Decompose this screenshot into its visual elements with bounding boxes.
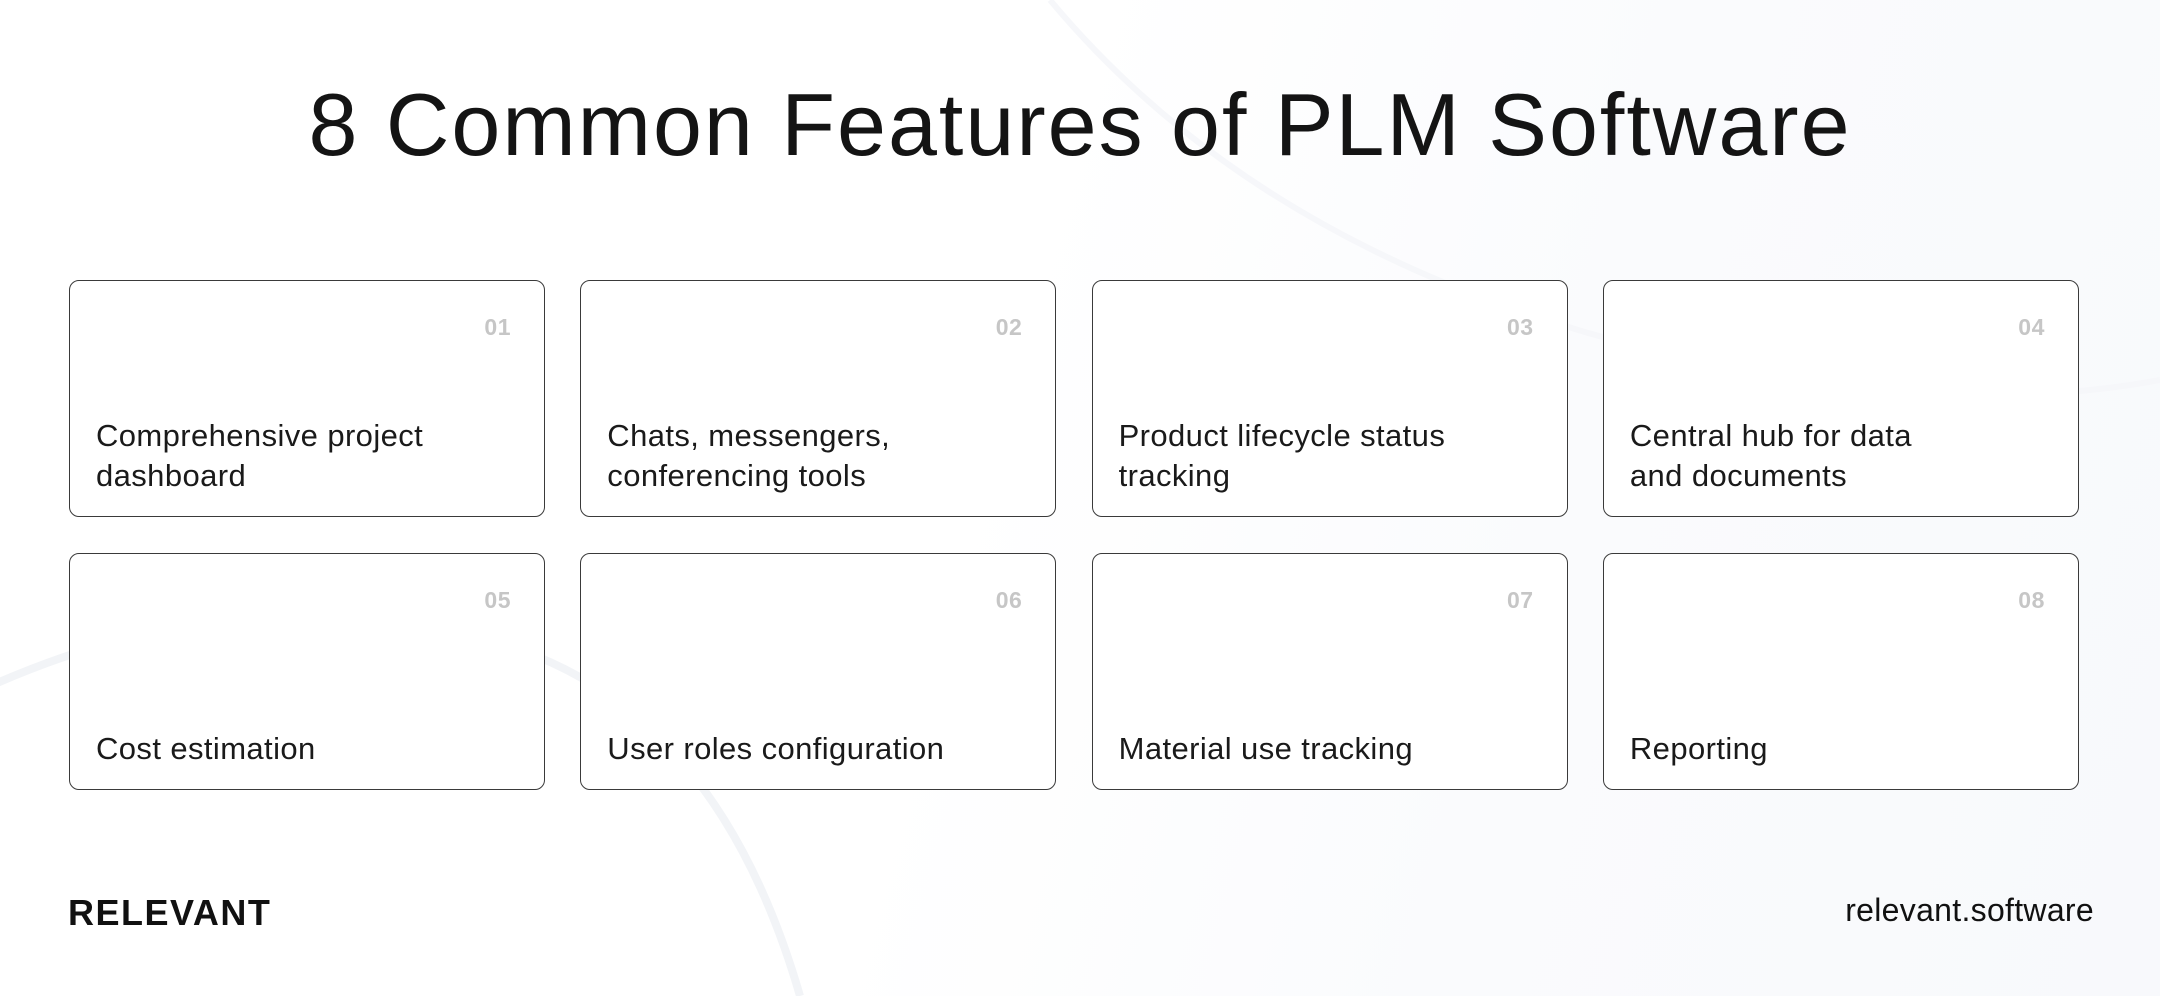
feature-card: 01 Comprehensive project dashboard	[69, 280, 545, 517]
features-grid: 01 Comprehensive project dashboard 02 Ch…	[69, 280, 2081, 790]
feature-label: Product lifecycle status tracking	[1118, 418, 1446, 493]
brand-logo: RELEVANT	[68, 892, 272, 933]
feature-number: 03	[1507, 314, 1534, 340]
feature-label: Central hub for data and documents	[1629, 418, 1912, 493]
feature-card: 06 User roles configuration	[580, 553, 1057, 790]
feature-number: 05	[484, 587, 511, 613]
feature-card: 05 Cost estimation	[69, 553, 545, 790]
feature-label: Comprehensive project dashboard	[96, 418, 424, 493]
feature-label: Cost estimation	[96, 731, 316, 766]
feature-label: Reporting	[1629, 731, 1768, 766]
website-link[interactable]: relevant.software	[1845, 892, 2094, 928]
feature-card: 04 Central hub for data and documents	[1602, 280, 2079, 517]
feature-number: 07	[1507, 587, 1534, 613]
feature-number: 06	[995, 587, 1023, 613]
feature-label: Material use tracking	[1118, 731, 1414, 766]
feature-label: Chats, messengers, conferencing tools	[607, 418, 891, 493]
feature-number: 01	[484, 314, 511, 340]
page-title: 8 Common Features of PLM Software	[308, 75, 1852, 174]
feature-number: 08	[2018, 587, 2045, 613]
feature-card: 07 Material use tracking	[1091, 553, 1568, 790]
feature-card: 03 Product lifecycle status tracking	[1091, 280, 1568, 517]
feature-card: 02 Chats, messengers, conferencing tools	[580, 280, 1057, 517]
feature-card: 08 Reporting	[1602, 553, 2079, 790]
feature-number: 04	[2018, 314, 2045, 340]
feature-number: 02	[995, 314, 1023, 340]
feature-label: User roles configuration	[607, 731, 945, 766]
